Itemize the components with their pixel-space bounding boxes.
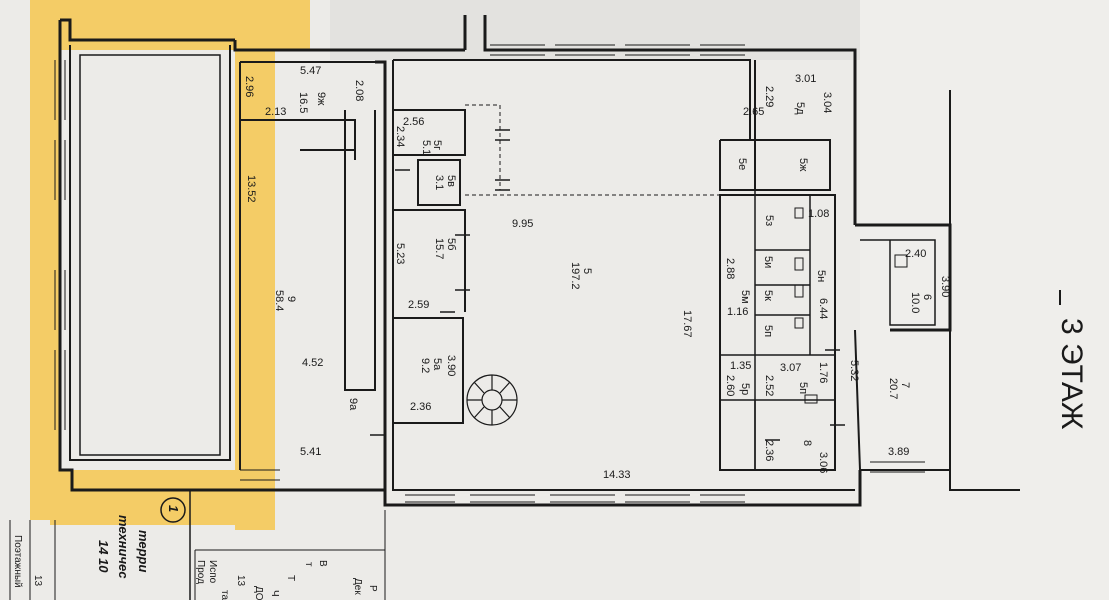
floor-label-group: 3 ЭТАЖ [1055,290,1088,430]
spiral-staircase [466,374,518,426]
room-5e: 5е [736,158,748,170]
dim-17-67: 17.67 [681,310,693,338]
sheet-stamp: 1 терри техничес 14 10 Поэтажный 13 [9,489,191,600]
room-5k: 5к [762,290,774,301]
room-7-area: 20.7 [887,378,899,399]
room-5zh: 5ж [797,158,809,172]
dim-13-52: 13.52 [245,175,257,203]
room-5-area: 197.2 [569,262,581,290]
dim-4-52: 4.52 [302,357,323,369]
windows [54,44,925,503]
margin-text-6: т [303,562,314,567]
room-5p: 5п [762,325,774,337]
margin-text-9: Прод [195,560,206,584]
dim-3-90: 3.90 [445,355,457,376]
room-8: 8 [801,440,813,446]
room-5g: 5г [431,140,443,150]
margin-text-13: та [219,590,230,600]
dim-2-65: 2.65 [743,106,764,118]
room-5b: 5б [445,238,457,250]
dim-2-60: 2.60 [724,375,736,396]
stamp-line-1: терри [136,530,151,572]
margin-text-10: 13 [235,575,246,587]
dim-2-29: 2.29 [763,86,775,107]
dimensions: 5.47 2.96 2.13 2.08 13.52 4.52 5.41 2.56… [243,65,951,481]
room-5d: 5д [794,102,806,115]
room-6: 6 [921,294,933,300]
margin-text-11: Ч [269,590,280,597]
sanitary-fixtures [794,207,908,404]
dim-1-16: 1.16 [727,306,748,318]
dim-2-52: 2.52 [763,375,775,396]
dim-2-96: 2.96 [243,76,255,97]
dim-2-59: 2.59 [408,299,429,311]
margin-text-7: Т [285,575,296,581]
dim-5-32: 5.32 [848,360,860,381]
dim-1-35: 1.35 [730,360,751,372]
dim-3-01: 3.01 [795,73,816,85]
stamp-line-2: техничес [116,515,131,579]
dim-2-34: 2.34 [394,126,406,147]
room-5v: 5в [445,175,457,187]
dim-9-95: 9.95 [512,218,533,230]
room-5: 5 [581,268,593,274]
room-7: 7 [899,382,911,388]
dim-3-90-b: 3.90 [939,276,951,297]
room-5g-area: 5.1 [420,140,432,155]
dim-2-13: 2.13 [265,106,286,118]
stamp-circle-number: 1 [166,505,181,512]
dim-5-23: 5.23 [394,243,406,264]
room-9a: 9а [347,398,359,411]
room-5i: 5и [762,256,774,268]
room-5m: 5м [739,290,751,304]
margin-text-3: Р [367,585,378,592]
dim-2-36: 2.36 [410,401,431,413]
room-5r: 5р [739,383,751,395]
margin-text-5: В [317,560,328,567]
room-9zh: 9ж [315,92,327,106]
dim-2-40: 2.40 [905,248,926,260]
dim-6-44: 6.44 [817,298,829,319]
dim-1-76: 1.76 [817,362,829,383]
margin-text-2: 13 [32,575,43,587]
dim-2-56: 2.56 [403,116,424,128]
room-5n: 5н [815,270,827,282]
floor-label: 3 ЭТАЖ [1055,318,1088,430]
paper-right-area [860,0,1109,600]
walls [58,15,1020,507]
door-marks [370,129,845,441]
dim-2-36-b: 2.36 [763,440,775,461]
dim-2-88: 2.88 [724,258,736,279]
room-5a: 5а [431,358,443,371]
form-fragments: Р Дек В т Т Испо Прод 13 Ч ДО та [194,510,386,600]
dim-5-47: 5.47 [300,65,321,77]
margin-text-12: ДО [253,586,264,600]
room-5a-area: 9.2 [419,358,431,373]
dim-14-33: 14.33 [603,469,631,481]
room-9: 9 [285,296,297,302]
room-5v-area: 3.1 [433,175,445,190]
stamp-line-3: 14 10 [96,540,111,573]
margin-text-8: Испо [207,560,218,584]
room-5z: 5з [763,215,775,226]
margin-text-4: Дек [352,578,363,595]
room-5b-area: 15.7 [433,238,445,259]
dim-2-08: 2.08 [353,80,365,101]
dim-1-08: 1.08 [808,208,829,220]
dim-5-41: 5.41 [300,446,321,458]
dim-3-06: 3.06 [817,452,829,473]
margin-text-1: Поэтажный [12,535,23,588]
room-labels: 9ж 16.5 9 58.4 9а 5г 5.1 5в 3.1 5б 15.7 … [273,92,933,446]
dim-3-89: 3.89 [888,446,909,458]
dim-3-04: 3.04 [821,92,833,113]
dim-3-07: 3.07 [780,362,801,374]
room-6-area: 10.0 [909,292,921,313]
room-9-area: 58.4 [273,290,285,311]
room-5p-b: 5п [797,382,809,394]
room-9zh-area: 16.5 [297,92,309,113]
